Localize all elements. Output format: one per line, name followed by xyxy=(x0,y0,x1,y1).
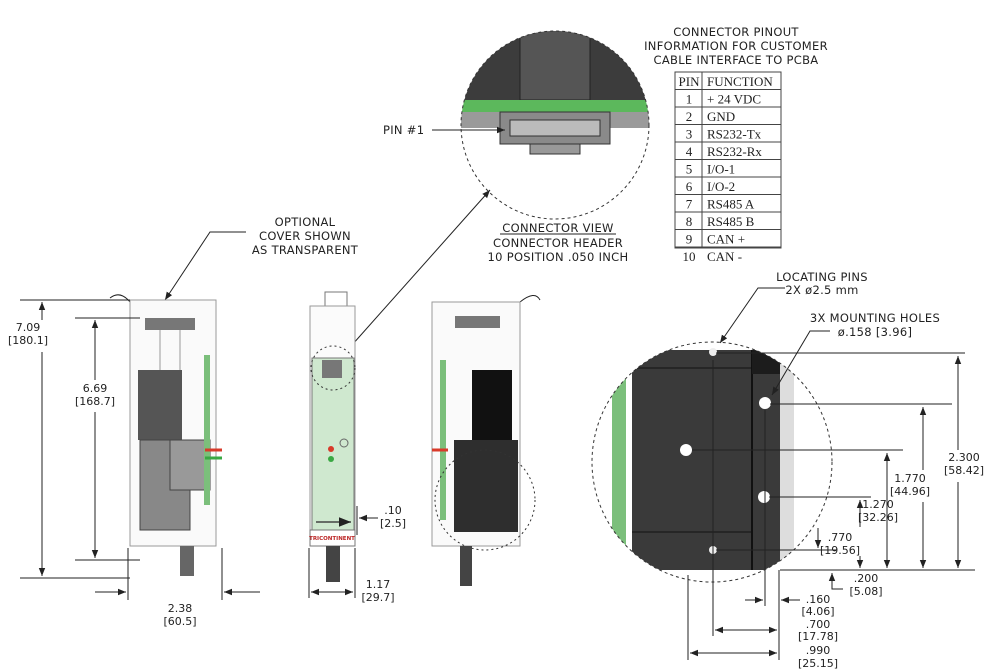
pin-function: RS485 B xyxy=(707,214,755,229)
header-function: FUNCTION xyxy=(707,74,773,89)
pin-function: CAN - xyxy=(707,249,742,264)
pin-function: RS232-Rx xyxy=(707,144,762,159)
pin-function: I/O-1 xyxy=(707,162,735,177)
pin-function: I/O-2 xyxy=(707,179,735,194)
dim-2300-in: 2.300 xyxy=(948,451,980,464)
tricontinent-logo: TRICONTINENT xyxy=(309,536,355,542)
dim-990-in: .990 xyxy=(806,644,831,657)
pin-function: RS232-Tx xyxy=(707,127,762,142)
pin1-label: PIN #1 xyxy=(383,123,424,137)
dim-700-in: .700 xyxy=(806,618,831,631)
svg-text:3X MOUNTING HOLES: 3X MOUNTING HOLES xyxy=(810,311,940,325)
pin-number: 5 xyxy=(686,162,693,177)
header-pin: PIN xyxy=(679,74,701,89)
svg-text:ø.158 [3.96]: ø.158 [3.96] xyxy=(838,325,912,339)
pin-number: 4 xyxy=(686,144,693,159)
svg-text:CONNECTOR PINOUT: CONNECTOR PINOUT xyxy=(673,25,799,39)
dim-770-in: .770 xyxy=(828,531,853,544)
side-view: TRICONTINENT xyxy=(309,291,356,582)
locating-pins-label: LOCATING PINS 2X ø2.5 mm xyxy=(719,270,868,344)
svg-text:1.17: 1.17 xyxy=(366,578,391,591)
connector-position-label: 10 POSITION .050 INCH xyxy=(488,250,629,264)
dim-1270-mm: [32.26] xyxy=(858,511,898,524)
svg-text:7.09: 7.09 xyxy=(16,321,41,334)
dim-height-body: 6.69 [168.7] xyxy=(75,317,140,561)
rear-view xyxy=(431,295,541,586)
dim-1270-in: 1.270 xyxy=(862,498,894,511)
pinout-title: CONNECTOR PINOUT INFORMATION FOR CUSTOME… xyxy=(644,25,828,67)
pin-number: 3 xyxy=(686,127,693,142)
dim-offset-pcb: .10 [2.5] xyxy=(356,504,406,535)
pin-number: 6 xyxy=(686,179,693,194)
svg-text:[180.1]: [180.1] xyxy=(8,334,48,347)
mounting-holes-label: 3X MOUNTING HOLES ø.158 [3.96] xyxy=(771,311,940,396)
svg-text:LOCATING PINS: LOCATING PINS xyxy=(776,270,868,284)
svg-text:AS TRANSPARENT: AS TRANSPARENT xyxy=(252,243,359,257)
mount-dimensions: 2.300 [58.42] 1.770 [44.96] 1.270 [32.26… xyxy=(687,352,984,670)
pinout-table: PIN FUNCTION 1 + 24 VDC 2 GND 3 RS232-Tx 4 RS23… xyxy=(674,71,782,264)
pin-function: CAN + xyxy=(707,232,745,247)
svg-text:6.69: 6.69 xyxy=(83,382,108,395)
svg-text:.10: .10 xyxy=(384,504,402,517)
dim-1770-mm: [44.96] xyxy=(890,485,930,498)
pin-number: 9 xyxy=(686,232,693,247)
connector-detail-view: PIN #1 CONNECTOR VIEW CONNECTOR HEADER 1… xyxy=(351,30,650,346)
connector-view-title: CONNECTOR VIEW xyxy=(502,221,613,235)
svg-text:[60.5]: [60.5] xyxy=(163,615,196,628)
svg-text:2X ø2.5 mm: 2X ø2.5 mm xyxy=(785,283,858,297)
dim-990-mm: [25.15] xyxy=(798,657,838,670)
dim-1770-in: 1.770 xyxy=(894,472,926,485)
cover-note: OPTIONAL COVER SHOWN AS TRANSPARENT xyxy=(164,215,359,301)
svg-text:2.38: 2.38 xyxy=(168,602,193,615)
svg-text:[168.7]: [168.7] xyxy=(75,395,115,408)
svg-text:[29.7]: [29.7] xyxy=(361,591,394,604)
mounting-detail-view xyxy=(591,341,833,583)
dim-160-mm: [4.06] xyxy=(801,605,834,618)
pin-function: GND xyxy=(707,109,735,124)
dim-height-total: 7.09 [180.1] xyxy=(8,299,130,579)
svg-text:COVER SHOWN: COVER SHOWN xyxy=(259,229,351,243)
svg-text:CABLE INTERFACE TO PCBA: CABLE INTERFACE TO PCBA xyxy=(654,53,819,67)
pin-function: + 24 VDC xyxy=(707,92,761,107)
dim-200-in: .200 xyxy=(854,572,879,585)
pin-number: 1 xyxy=(686,92,693,107)
pin-number: 10 xyxy=(683,249,696,264)
pin-number: 8 xyxy=(686,214,693,229)
svg-text:OPTIONAL: OPTIONAL xyxy=(275,215,336,229)
pin-number: 7 xyxy=(686,197,693,212)
svg-text:[2.5]: [2.5] xyxy=(380,517,406,530)
dim-width-front: 2.38 [60.5] xyxy=(95,548,260,628)
dim-700-mm: [17.78] xyxy=(798,630,838,643)
svg-text:INFORMATION FOR CUSTOMER: INFORMATION FOR CUSTOMER xyxy=(644,39,828,53)
front-view xyxy=(109,294,222,576)
dim-770-mm: [19.56] xyxy=(820,544,860,557)
dim-160-in: .160 xyxy=(806,593,831,606)
dim-2300-mm: [58.42] xyxy=(944,464,984,477)
dim-200-mm: [5.08] xyxy=(849,585,882,598)
connector-header-label: CONNECTOR HEADER xyxy=(493,236,623,250)
pin-number: 2 xyxy=(686,109,693,124)
pin-function: RS485 A xyxy=(707,197,755,212)
dim-width-side: 1.17 [29.7] xyxy=(308,548,395,604)
